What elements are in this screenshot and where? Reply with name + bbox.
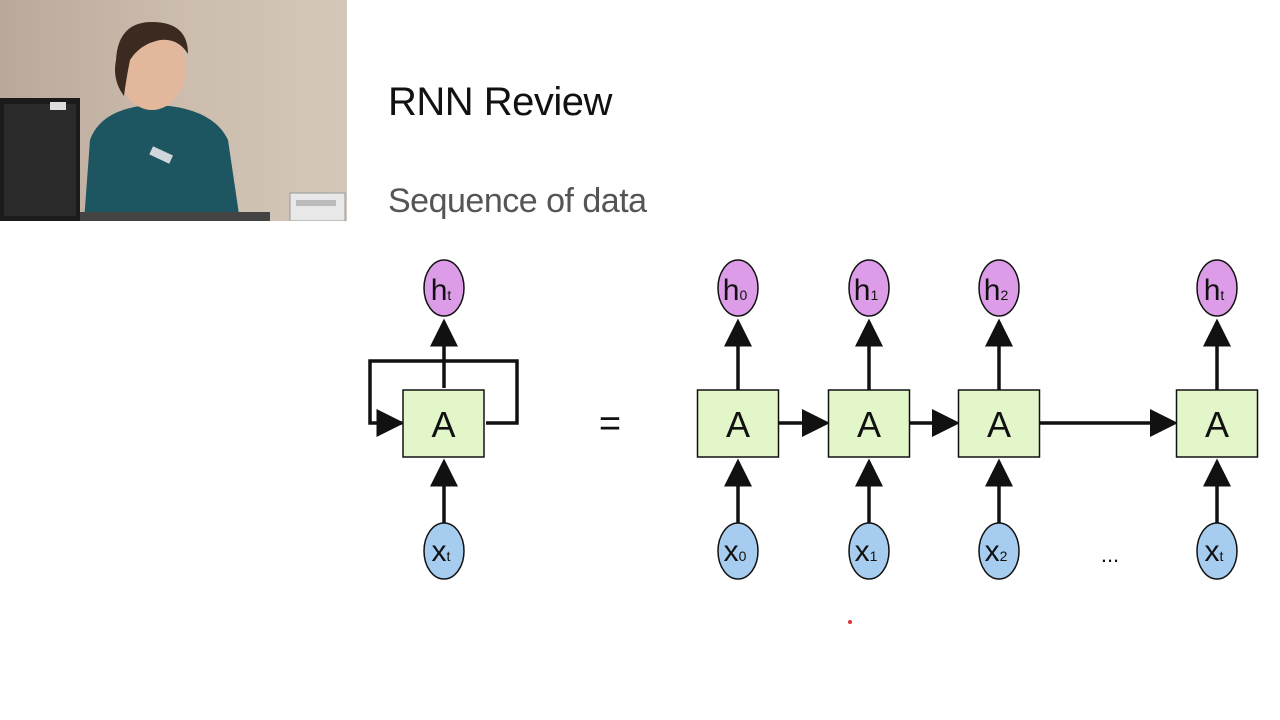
unrolled-input-node — [848, 522, 890, 580]
unrolled-hidden-node — [717, 259, 759, 317]
unrolled-hidden-label: h0 — [723, 274, 748, 307]
unrolled-cell-box — [1175, 389, 1259, 458]
laser-pointer-dot — [848, 620, 852, 624]
rolled-input-label: xt — [432, 535, 451, 568]
unrolled-hidden-label: h1 — [854, 274, 879, 307]
unrolled-cell-label: A — [726, 404, 750, 445]
speaker-video — [0, 0, 347, 221]
unrolled-hidden-node — [1196, 259, 1238, 317]
unrolled-hidden-label: ht — [1204, 274, 1225, 307]
unrolled-hidden-node — [978, 259, 1020, 317]
unrolled-cell-box — [827, 389, 911, 458]
slide-subtitle: Sequence of data — [388, 182, 647, 220]
unrolled-rnn: Ah0 x0 Ah1 x1 Ah2 x2 Aht xt — [696, 259, 1259, 580]
ellipsis: ... — [1101, 542, 1119, 567]
unrolled-input-label: x2 — [985, 535, 1008, 568]
unrolled-hidden-label: h2 — [984, 274, 1009, 307]
rolled-cell-label: A — [431, 404, 455, 445]
rolled-hidden-label: ht — [431, 274, 452, 307]
speaker-video-frame — [0, 0, 347, 221]
unrolled-input-label: x0 — [724, 535, 747, 568]
unrolled-cell-box — [957, 389, 1041, 458]
rolled-input-node — [423, 522, 465, 580]
unrolled-input-node — [717, 522, 759, 580]
unrolled-input-label: x1 — [855, 535, 878, 568]
unrolled-input-node — [978, 522, 1020, 580]
rolled-hidden-node — [423, 259, 465, 317]
unrolled-input-node — [1196, 522, 1238, 580]
unrolled-hidden-node — [848, 259, 890, 317]
rolled-rnn: A ht xt — [368, 259, 519, 580]
unrolled-cell-label: A — [1205, 404, 1229, 445]
unrolled-cell-label: A — [987, 404, 1011, 445]
unrolled-cell-box — [696, 389, 780, 458]
unrolled-input-label: xt — [1205, 535, 1224, 568]
slide-title: RNN Review — [388, 80, 612, 124]
equals-sign: = — [599, 403, 621, 445]
rolled-cell-box — [402, 389, 485, 458]
unrolled-cell-label: A — [857, 404, 881, 445]
